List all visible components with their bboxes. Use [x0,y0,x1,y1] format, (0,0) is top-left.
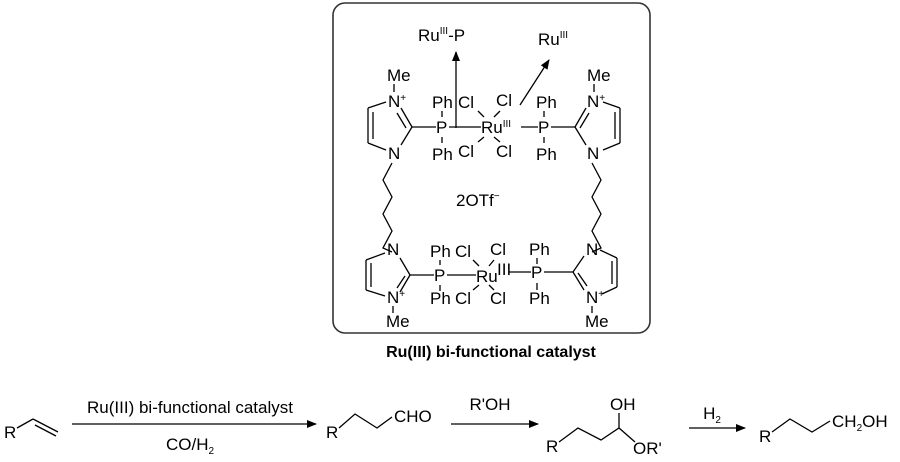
svg-text:P: P [538,118,549,137]
svg-text:N: N [587,144,599,163]
svg-text:P: P [434,266,445,285]
arrow-diagonal [519,59,550,106]
svg-text:N+: N+ [586,288,604,307]
svg-text:III: III [497,260,511,279]
svg-text:Cl: Cl [496,142,512,161]
counterion-label: 2OTf− [456,191,500,210]
alkene-substrate: R [4,418,59,442]
top-complex-unit: Me N+ N P Ph Ph RuIII Cl Cl Cl Cl P Ph [367,66,621,164]
step1-conditions: CO/H2 [166,435,215,457]
svg-text:Cl: Cl [490,289,506,308]
left-butyl-chain [382,162,393,253]
svg-text:Ph: Ph [430,242,451,261]
alcohol-product: R CH2OH [759,412,888,446]
right-butyl-chain [591,162,602,253]
svg-text:Ph: Ph [529,240,550,259]
svg-text:CHO: CHO [394,407,432,426]
svg-text:Cl: Cl [458,142,474,161]
svg-text:Me: Me [587,66,611,85]
svg-text:N+: N+ [387,288,405,307]
svg-text:Me: Me [585,312,609,331]
svg-text:N: N [388,144,400,163]
step2-reagent: R'OH [469,395,510,414]
aldehyde-product: R CHO [326,407,432,442]
annotation-ru: RuIII [519,30,568,106]
svg-text:Ph: Ph [430,289,451,308]
svg-text:RuIII: RuIII [538,30,568,49]
svg-text:RuIII-P: RuIII-P [418,26,465,45]
svg-text:Cl: Cl [455,242,471,261]
step1-reagent: Ru(III) bi-functional catalyst [87,398,293,417]
svg-text:N+: N+ [587,92,605,111]
svg-text:Ph: Ph [536,145,557,164]
svg-text:Cl: Cl [455,289,471,308]
annotation-ru-p: RuIII-P [418,26,465,128]
svg-text:N+: N+ [388,92,406,111]
svg-text:Ru: Ru [476,267,498,286]
svg-text:OH: OH [610,395,636,414]
catalyst-caption: Ru(III) bi-functional catalyst [386,344,596,361]
svg-text:Cl: Cl [490,240,506,259]
svg-text:P: P [531,263,542,282]
hemiacetal-intermediate: R OH OR' [546,395,662,458]
svg-text:Cl: Cl [458,93,474,112]
svg-text:Ph: Ph [432,145,453,164]
svg-text:Ph: Ph [536,93,557,112]
svg-text:R: R [4,423,16,442]
reaction-sequence: R Ru(III) bi-functional catalyst CO/H2 R… [4,395,888,458]
svg-text:Ph: Ph [432,93,453,112]
step3-reagent: H2 [703,404,721,426]
svg-text:N: N [387,240,399,259]
svg-text:OR': OR' [633,439,662,458]
svg-text:RuIII: RuIII [481,118,511,137]
svg-text:R: R [546,437,558,456]
methyl-label: Me [387,66,411,85]
svg-text:P: P [436,118,447,137]
svg-text:N: N [586,240,598,259]
svg-text:R: R [759,427,771,446]
catalyst-box [332,2,651,334]
bottom-complex-unit: N N+ Me P Ph Ph Ru III Cl Cl Cl Cl P Ph … [365,240,618,331]
svg-text:Ph: Ph [529,289,550,308]
svg-text:Cl: Cl [496,91,512,110]
svg-text:Me: Me [386,312,410,331]
svg-text:R: R [326,423,338,442]
svg-text:CH2OH: CH2OH [832,412,888,434]
